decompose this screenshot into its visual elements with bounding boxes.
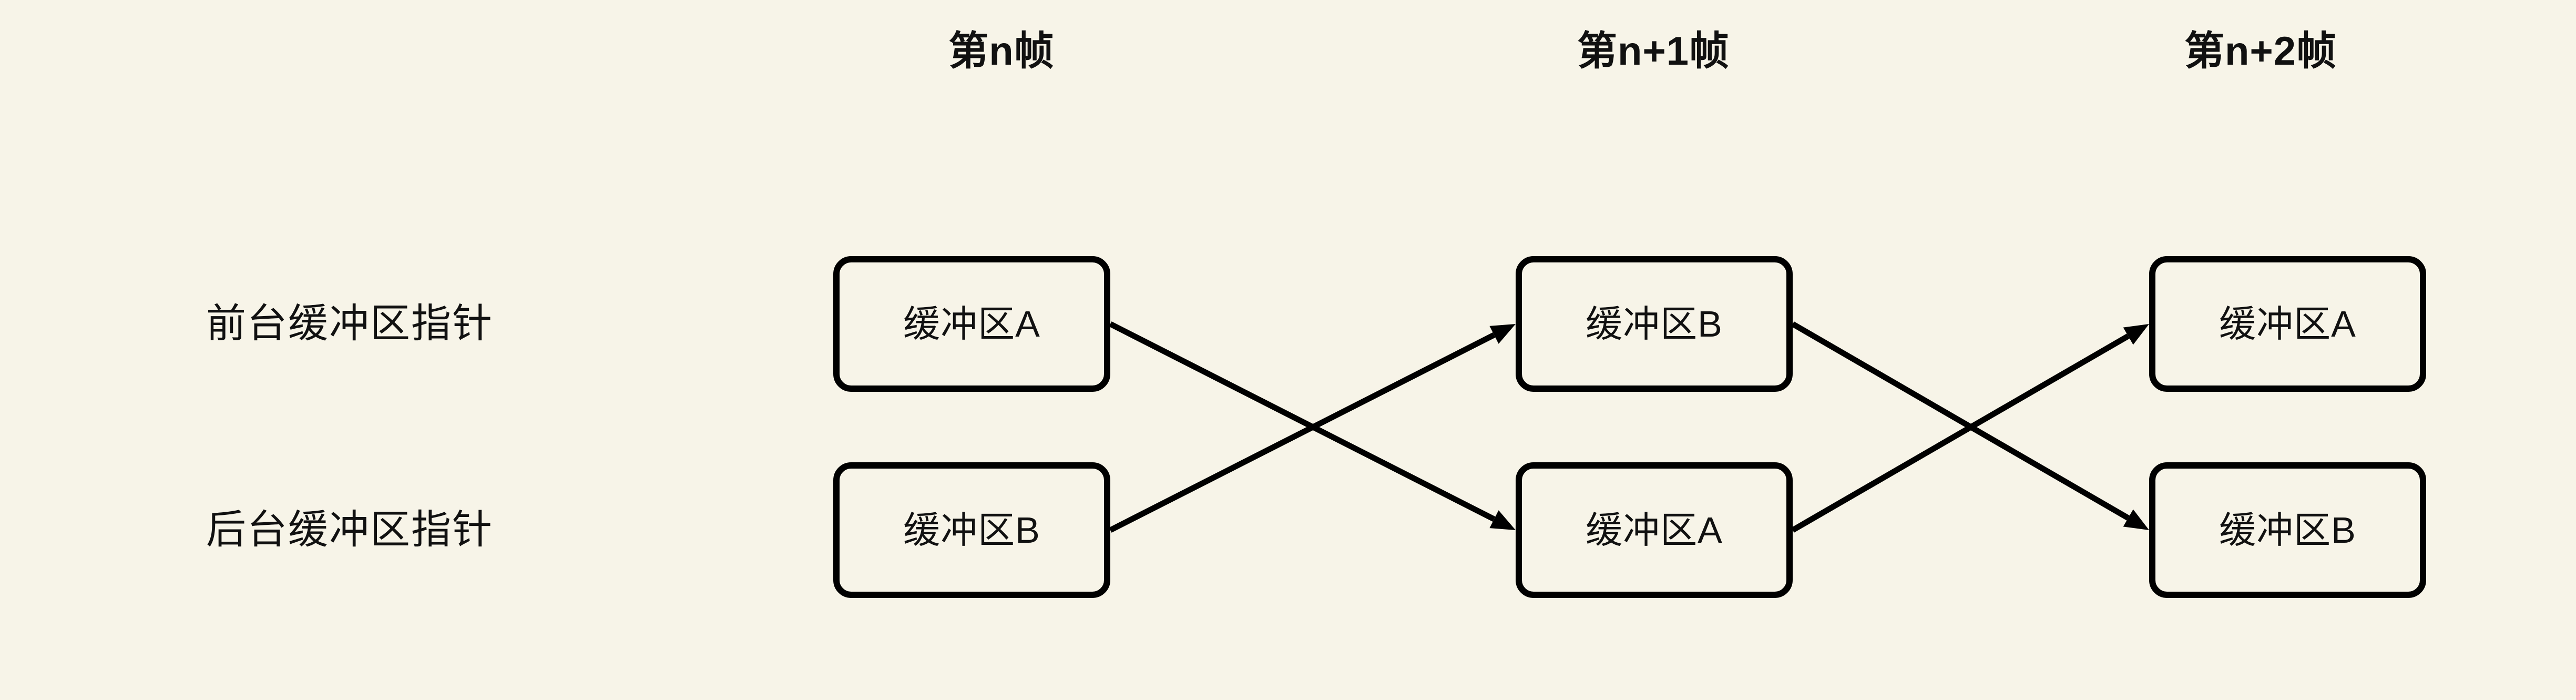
buffer-node-label: 缓冲区B [1586, 303, 1723, 344]
arrow-line [1109, 321, 1496, 522]
buffer-node-frame-n-plus-2-front[interactable]: 缓冲区A [2149, 256, 2426, 392]
arrowhead-icon [2123, 509, 2149, 530]
row-label-back-buffer-pointer: 后台缓冲区指针 [206, 508, 493, 552]
arrow-n-back-to-n1-front [1109, 324, 1516, 533]
arrow-line [1791, 333, 2130, 533]
column-header-frame-n-plus-2: 第n+2帧 [2184, 29, 2337, 74]
column-header-frame-n: 第n帧 [948, 29, 1055, 74]
arrow-n1-back-to-n2-front [1791, 324, 2149, 533]
arrow-n1-front-to-n2-back [1791, 321, 2149, 530]
arrowhead-icon [2123, 324, 2149, 345]
arrowhead-icon [1489, 510, 1516, 530]
column-header-frame-n-plus-1: 第n+1帧 [1577, 29, 1730, 74]
buffer-node-frame-n-plus-2-back[interactable]: 缓冲区B [2149, 462, 2426, 598]
buffer-node-frame-n-front[interactable]: 缓冲区A [833, 256, 1110, 392]
arrowhead-icon [1489, 324, 1516, 344]
arrow-line [1791, 321, 2130, 521]
buffer-node-label: 缓冲区B [2219, 510, 2356, 551]
buffer-node-label: 缓冲区A [1586, 510, 1723, 551]
arrow-line [1109, 332, 1496, 533]
buffer-node-label: 缓冲区B [903, 510, 1040, 551]
buffer-node-frame-n-plus-1-front[interactable]: 缓冲区B [1516, 256, 1793, 392]
buffer-node-frame-n-plus-1-back[interactable]: 缓冲区A [1516, 462, 1793, 598]
arrow-n-front-to-n1-back [1109, 321, 1516, 530]
buffer-node-label: 缓冲区A [903, 303, 1040, 344]
row-label-front-buffer-pointer: 前台缓冲区指针 [206, 301, 493, 346]
buffer-node-frame-n-back[interactable]: 缓冲区B [833, 462, 1110, 598]
buffer-node-label: 缓冲区A [2219, 303, 2356, 344]
